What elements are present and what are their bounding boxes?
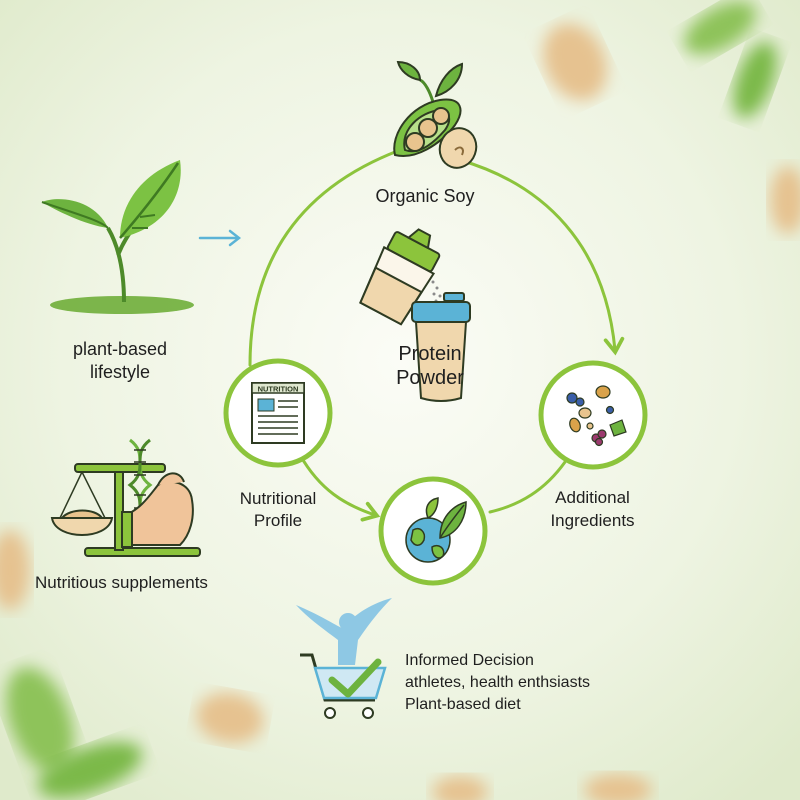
arc-bottom-right: [488, 460, 567, 514]
nutritional-line1: Nutritional: [239, 489, 317, 508]
protein-powder-line1: Protein: [398, 343, 462, 365]
earth-node: [378, 476, 488, 586]
plant-based-lifestyle-label: plant-based lifestyle: [50, 338, 190, 384]
sprout-icon: [41, 160, 194, 314]
informed-decision-title: Informed Decision: [405, 652, 534, 669]
arc-bottom-left: [298, 453, 381, 522]
protein-shaker-icon: [359, 228, 471, 402]
protein-powder-line2: Powder: [396, 367, 464, 389]
nutrition-label-icon: NUTRITION: [251, 382, 305, 444]
nutritional-profile-label: Nutritional Profile: [218, 488, 338, 532]
additional-ingredients-label: Additional Ingredients: [530, 486, 655, 532]
balance-scale-dna-icon: [50, 438, 201, 557]
athletes-line: athletes, health enthsiasts: [405, 674, 591, 691]
nutritional-line2: Profile: [253, 511, 303, 530]
additional-line1: Additional: [555, 488, 630, 507]
earth-leaf-icon: [405, 497, 467, 563]
additional-line2: Ingredients: [550, 511, 635, 530]
nutritional-profile-node: NUTRITION: [223, 358, 333, 468]
additional-ingredients-node: [538, 360, 648, 470]
nutritious-supplements-label: Nutritious supplements: [35, 573, 208, 592]
arc-top-left: [248, 150, 397, 367]
nutrition-card-heading: NUTRITION: [258, 385, 299, 394]
plant-diet-line: Plant-based diet: [405, 696, 521, 713]
protein-powder-label: Protein Powder: [370, 342, 490, 390]
plant-based-line2: lifestyle: [89, 362, 151, 382]
plant-based-line1: plant-based: [72, 339, 168, 359]
shopping-cart-check-icon: [296, 598, 392, 719]
mixed-ingredients-icon: [566, 385, 627, 447]
organic-soy-label: Organic Soy: [375, 186, 475, 206]
blue-arrow: [198, 229, 242, 247]
soybean-pod-icon: [393, 60, 478, 169]
cycle-arrows: [248, 150, 625, 522]
arc-top-right: [458, 158, 625, 356]
informed-decision-block: Informed Decision athletes, health enths…: [405, 650, 665, 716]
